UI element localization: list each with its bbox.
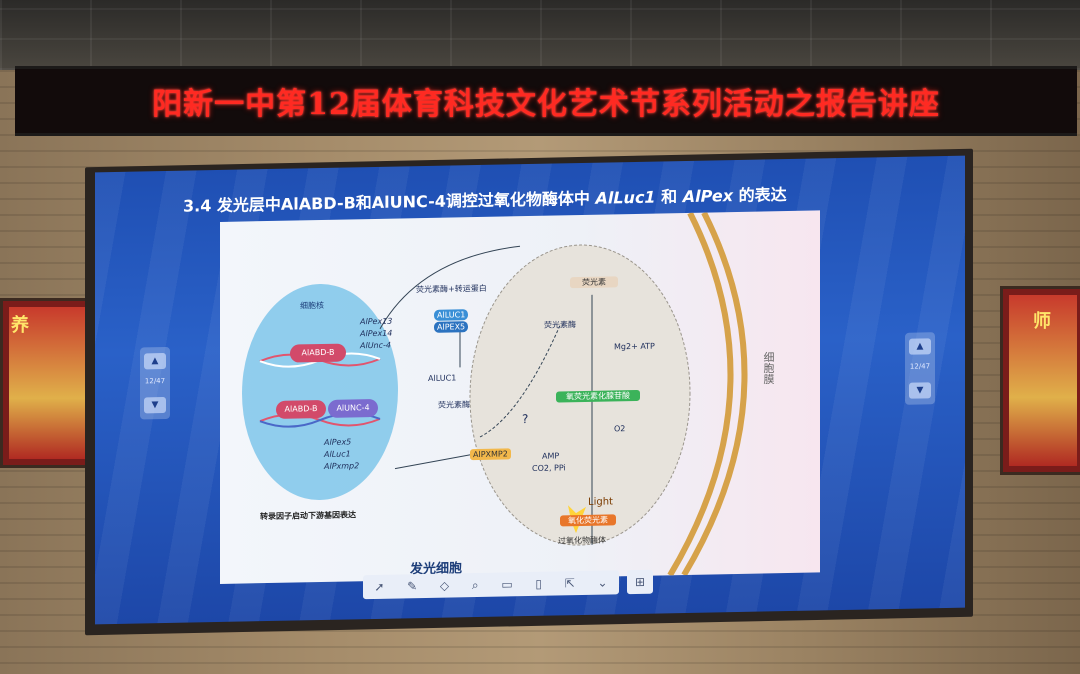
pen-icon[interactable]: ✎ [407,579,418,594]
aluc1-complex: AlLUC1 [434,309,469,321]
aluc1-label: AlLUC1 [428,373,457,383]
nav-up-icon-right[interactable]: ▲ [909,338,931,355]
pathway-diagram [242,211,748,577]
membrane-label: 细胞膜 [762,351,775,385]
unc4-protein: AlUNC-4 [328,398,378,418]
tablet-icon[interactable]: ▯ [535,576,542,591]
gene-pxmp2: AlPxmp2 [324,461,360,471]
screen-icon[interactable]: ⊞ [627,569,653,595]
banner-text: 阳新一中第12届体育科技文化艺术节系列活动之报告讲座 [152,87,940,122]
mg-atp-label: Mg2+ ATP [614,341,655,352]
o2-label: O2 [614,424,626,434]
luciferase-peroxisome-label: 荧光素酶 [544,320,576,330]
ceiling [0,0,1080,70]
led-banner: 阳新一中第12届体育科技文化艺术节系列活动之报告讲座 [15,66,1077,136]
nucleus-shape [242,284,398,501]
nucleus-caption: 转录因子启动下游基因表达 [260,510,356,522]
nav-right: ▲ 12/47 ▼ [905,332,935,405]
search-icon[interactable]: ⌕ [471,577,479,592]
nav-down-icon-right[interactable]: ▼ [909,382,931,399]
annotation-toolbar: ➚ ✎ ◇ ⌕ ▭ ▯ ⇱ ⌄ [363,570,619,600]
nucleus-label: 细胞核 [300,300,324,311]
alpxmp2-label: AlPXMP2 [470,448,511,461]
peroxisome-label: 过氧化物酶体 [558,535,606,546]
co2-label: CO2, PPi [532,463,566,473]
alpex5-label: AlPEX5 [434,321,469,333]
gene-luc1: AlLuc1 [324,449,351,459]
slide-title: 3.4 发光层中AlABD-B和AlUNC-4调控过氧化物酶体中 AlLuc1 … [183,185,787,216]
abd-b-protein: AlABD-B [290,343,346,363]
gene-pex14: AlPex14 [360,328,393,339]
gene-pex5: AlPex5 [324,437,352,447]
intermediate-box: 氧荧光素化腺苷酸 [556,389,640,403]
luciferase-label: 荧光素酶 [438,400,470,410]
gene-pex13: AlPex13 [360,316,393,327]
eraser-icon[interactable]: ◇ [439,578,450,593]
nav-left: ▲ 12/47 ▼ [140,346,170,420]
light-label: Light [588,496,613,508]
right-poster: 师 [1000,286,1080,475]
board-icon[interactable]: ▭ [501,577,513,592]
page-indicator-left: 12/47 [144,377,166,386]
share-icon[interactable]: ⇱ [564,576,575,591]
nav-down-icon[interactable]: ▼ [144,396,166,414]
pathway-figure: 细胞核 AlPex13 AlPex14 AlUnc-4 AlABD-B AlAB… [220,210,820,584]
chevron-down-icon[interactable]: ⌄ [597,575,608,590]
luciferase-transport-label: 荧光素酶+转运蛋白 [416,283,487,295]
luciferin-box: 荧光素 [570,276,618,289]
cursor-icon[interactable]: ➚ [374,579,385,594]
amp-label: AMP [542,451,560,461]
gene-unc4: AlUnc-4 [360,340,391,351]
presentation-screen: 3.4 发光层中AlABD-B和AlUNC-4调控过氧化物酶体中 AlLuc1 … [95,155,965,625]
question-mark: ? [522,412,529,427]
membrane-shape [667,211,734,577]
abd-b-protein-2: AlABD-B [276,399,326,419]
page-indicator-right: 12/47 [909,362,931,371]
oxyluciferin-box: 氧化荧光素 [560,514,616,527]
left-poster: 养 [0,298,99,468]
nav-up-icon[interactable]: ▲ [144,352,166,370]
